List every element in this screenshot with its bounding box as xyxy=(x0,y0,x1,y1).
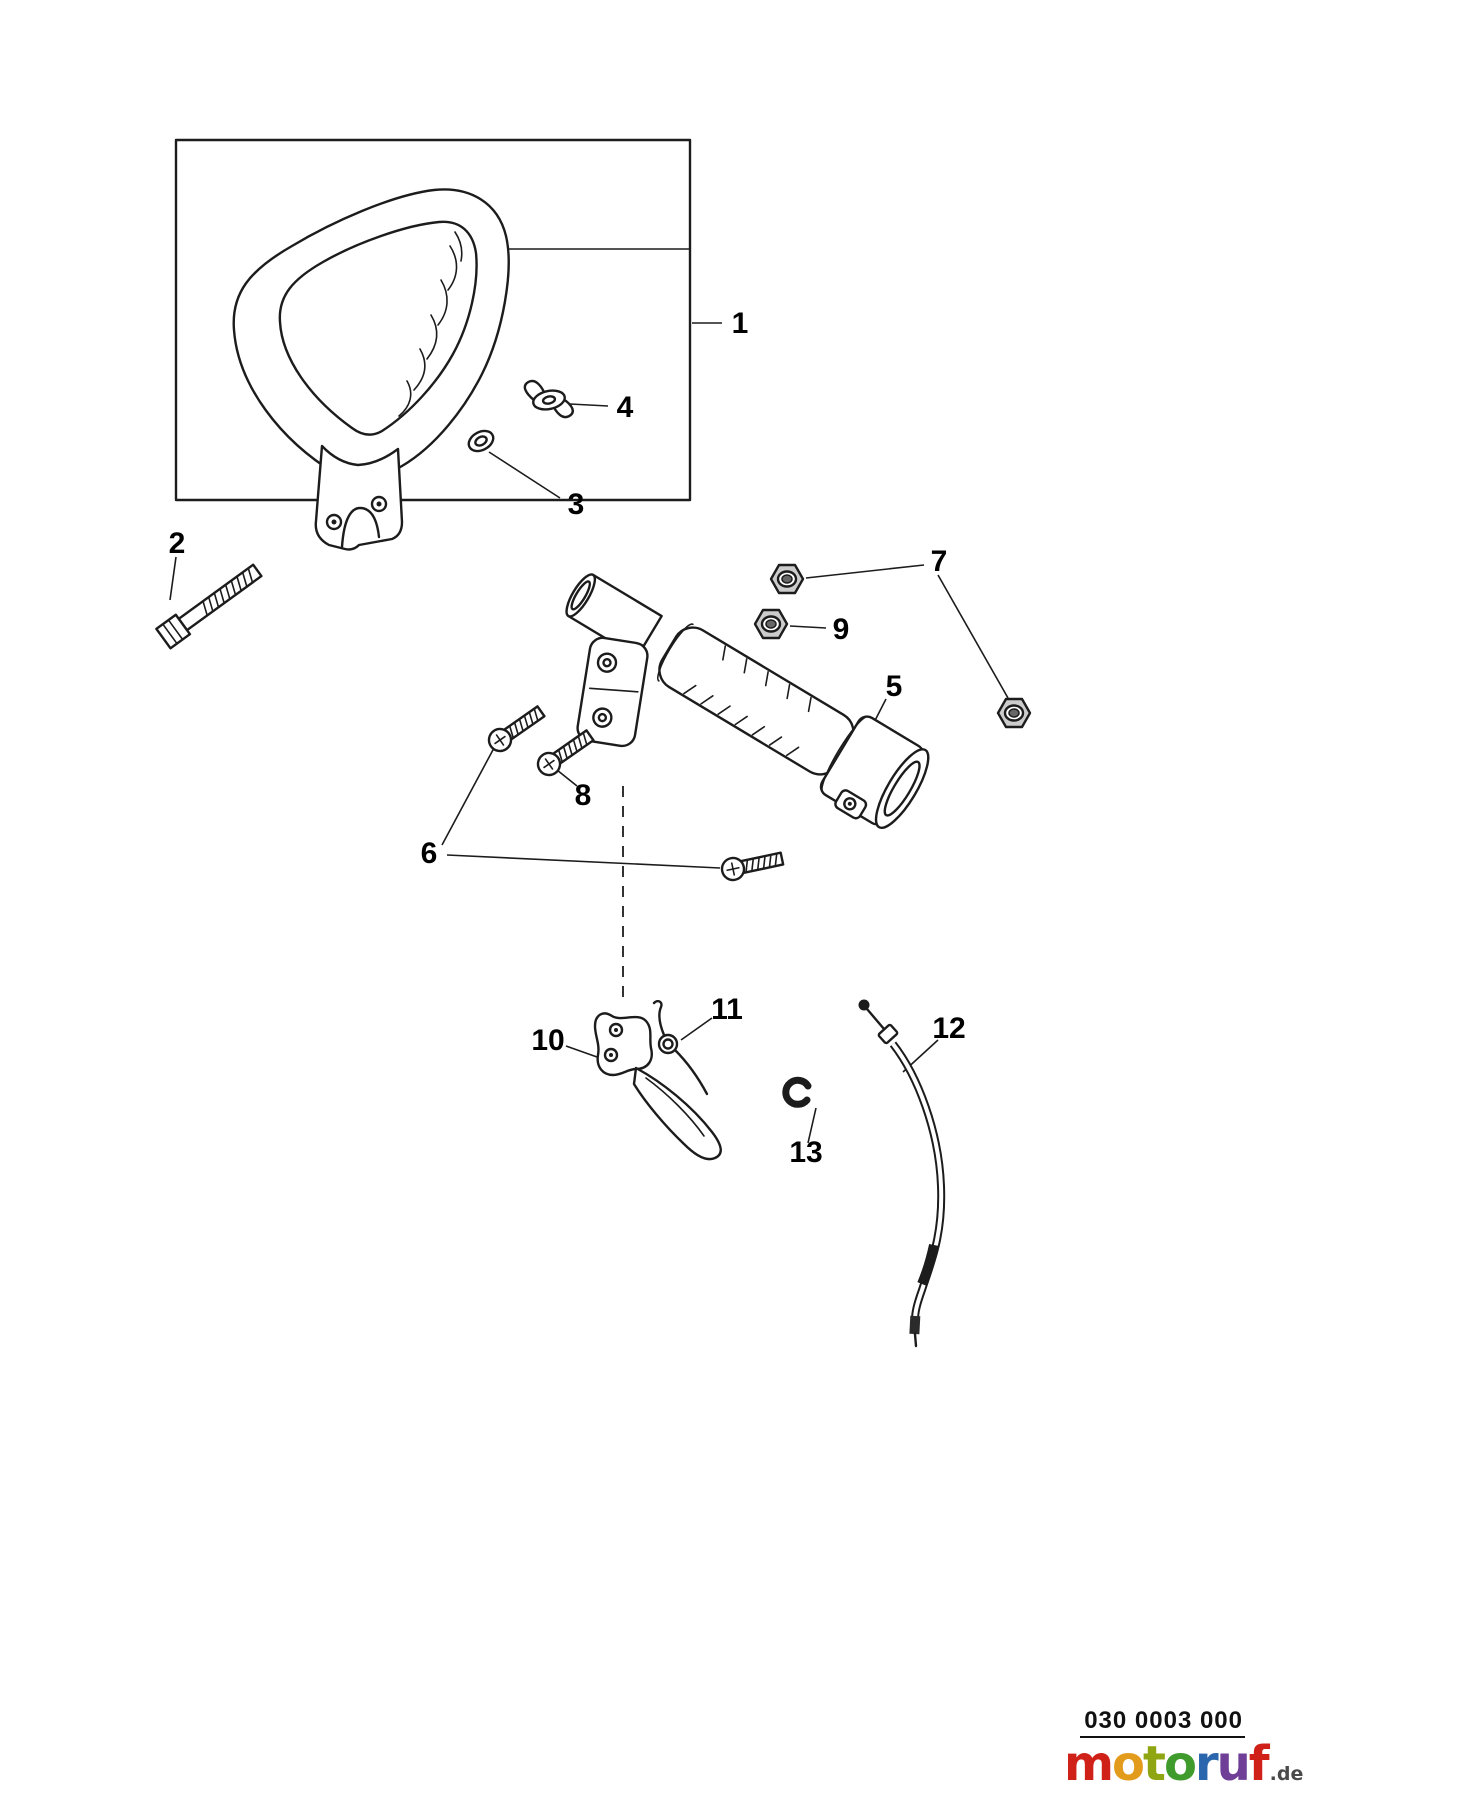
screw-6a xyxy=(483,701,549,757)
leader-6b xyxy=(446,854,721,869)
bolt xyxy=(155,563,263,650)
grip-ribs xyxy=(398,231,463,417)
nut-7a xyxy=(769,563,805,595)
part-1-box xyxy=(174,138,692,502)
footer: 030 0003 000 motoruf.de xyxy=(1064,1707,1303,1792)
part-label-13: 13 xyxy=(789,1136,822,1169)
part-labels: 1 2 3 4 5 6 7 8 9 10 11 12 13 xyxy=(169,307,966,1169)
logo-letter-o1: o xyxy=(1112,1736,1143,1792)
nut-9 xyxy=(753,608,789,640)
e-clip xyxy=(782,1076,812,1108)
leader-13 xyxy=(807,1107,817,1144)
part-label-3: 3 xyxy=(568,488,585,521)
part-label-6: 6 xyxy=(421,837,438,870)
part-label-7: 7 xyxy=(931,545,948,578)
part-label-5: 5 xyxy=(886,670,903,703)
logo-letter-u: u xyxy=(1217,1736,1249,1792)
leader-10 xyxy=(565,1045,598,1058)
leader-7b xyxy=(937,574,1009,699)
leader-4 xyxy=(569,403,609,407)
part-label-8: 8 xyxy=(575,779,592,812)
part-label-10: 10 xyxy=(531,1024,564,1057)
nut-7b xyxy=(996,697,1032,729)
washer xyxy=(467,429,495,453)
logo-letter-f: f xyxy=(1249,1736,1271,1792)
part-label-1: 1 xyxy=(732,307,749,340)
leader-3 xyxy=(488,451,561,499)
leader-9 xyxy=(789,625,827,629)
thread-lines xyxy=(202,567,254,617)
logo-letter-t: t xyxy=(1143,1736,1165,1792)
catalog-number: 030 0003 000 xyxy=(1084,1707,1243,1734)
grip-ridges xyxy=(683,645,812,757)
leader-8 xyxy=(556,769,578,787)
part-label-12: 12 xyxy=(932,1012,965,1045)
leader-7a xyxy=(805,564,925,579)
part-label-9: 9 xyxy=(833,613,850,646)
logo-letter-m: m xyxy=(1064,1736,1112,1792)
leader-6a xyxy=(441,747,495,846)
handle-clamp-bracket xyxy=(576,636,649,748)
wing-nut xyxy=(523,379,574,419)
torsion-spring xyxy=(652,999,709,1096)
part-label-11: 11 xyxy=(711,993,743,1026)
logo-tld: .de xyxy=(1270,1763,1304,1785)
motoruf-logo: motoruf.de xyxy=(1064,1736,1303,1792)
logo-letter-o2: o xyxy=(1164,1736,1195,1792)
part-label-4: 4 xyxy=(617,391,634,424)
loop-handle xyxy=(232,188,510,551)
leader-11 xyxy=(680,1017,713,1041)
cable-crimp-sleeve xyxy=(917,1243,939,1286)
throttle-cable xyxy=(858,999,946,1348)
logo-letter-r: r xyxy=(1195,1736,1219,1792)
handle-clamp xyxy=(314,444,404,551)
screw-6b xyxy=(718,846,786,884)
throttle-lever xyxy=(593,1012,722,1161)
part-label-2: 2 xyxy=(169,527,186,560)
leader-2 xyxy=(169,556,177,601)
screw-8 xyxy=(532,725,598,781)
rear-handle-assembly xyxy=(565,573,930,830)
